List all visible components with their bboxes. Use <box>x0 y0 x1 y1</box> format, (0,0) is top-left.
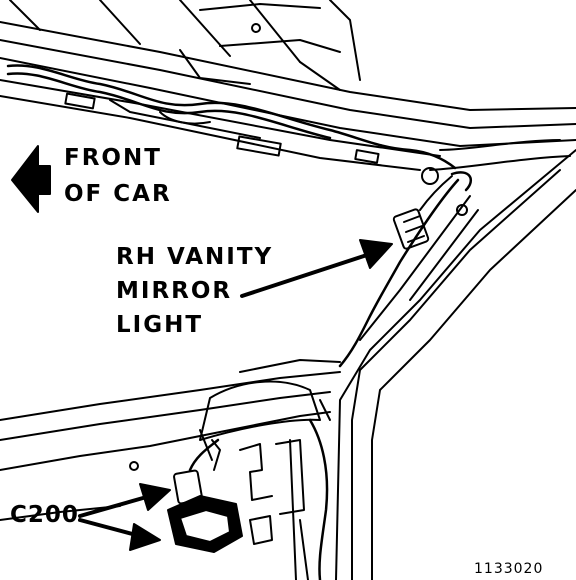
arrow-left-icon <box>11 145 51 213</box>
component-label-1: RH VANITY <box>116 244 274 270</box>
pointer-arrows <box>78 239 393 551</box>
component-label-2: MIRROR <box>116 278 233 304</box>
cowl-panel <box>0 359 341 521</box>
roof-panel <box>9 0 361 91</box>
connector-label: C200 <box>10 502 79 528</box>
figure-number: 1133020 <box>474 561 544 577</box>
wiring-harness-pillar <box>338 171 472 368</box>
front-label: FRONT <box>64 145 162 171</box>
roof-header-rail <box>0 21 576 171</box>
wiring-harness-header <box>6 64 457 170</box>
c200-connector <box>167 438 243 553</box>
of-car-label: OF CAR <box>64 181 172 207</box>
header-slots <box>64 92 380 164</box>
vanity-mirror-light-connector <box>392 167 468 250</box>
dash-brackets <box>129 399 331 580</box>
component-label-3: LIGHT <box>116 312 204 338</box>
a-pillar <box>335 139 576 580</box>
